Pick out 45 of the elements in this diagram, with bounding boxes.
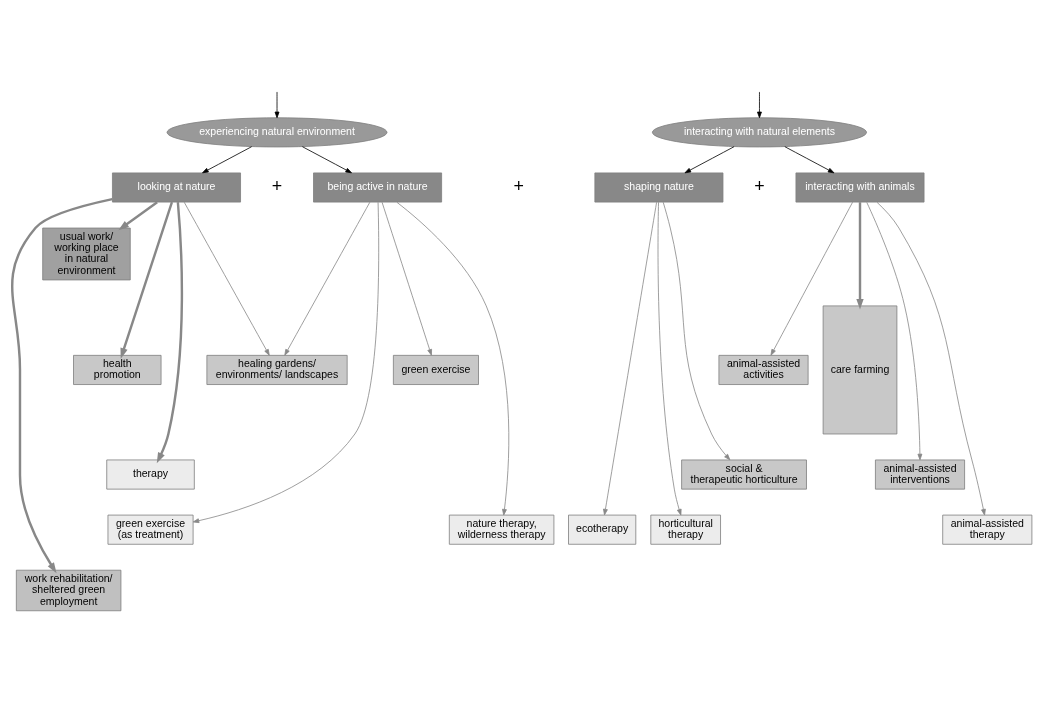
arrow <box>11 198 113 574</box>
arrow <box>274 91 280 119</box>
node-box: green exercise (as treatment) <box>107 514 194 545</box>
arrow <box>381 201 432 356</box>
arrow <box>603 201 657 516</box>
node-box: nature therapy, wilderness therapy <box>448 514 555 545</box>
arrow <box>784 146 835 174</box>
arrow <box>757 91 762 119</box>
node-box: interacting with animals <box>795 172 925 203</box>
node-box: work rehabilitation/ sheltered green employment <box>15 569 122 612</box>
node-box: ecotherapy <box>568 514 637 545</box>
node-ellipse: experiencing natural environment <box>166 117 388 148</box>
arrow <box>156 202 184 464</box>
arrow <box>866 202 923 461</box>
arrow <box>396 201 510 516</box>
arrow <box>120 201 174 359</box>
arrow <box>684 146 735 174</box>
label: + <box>513 176 524 197</box>
arrow <box>856 202 864 310</box>
node-box: therapy <box>106 459 195 490</box>
node-box: usual work/ working place in natural environment <box>42 227 131 281</box>
label: + <box>754 176 765 197</box>
node-box: shaping nature <box>594 172 724 203</box>
node-box: social & therapeutic horticulture <box>681 459 807 490</box>
arrow <box>657 201 682 516</box>
arrow <box>202 146 253 174</box>
node-box: green exercise <box>392 354 479 385</box>
arrow <box>192 201 380 524</box>
arrow <box>183 201 270 356</box>
node-ellipse: interacting with natural elements <box>652 117 867 148</box>
arrow <box>118 201 158 231</box>
node-box: care farming <box>822 305 898 435</box>
label: + <box>271 176 283 197</box>
node-box: animal-assisted activities <box>718 354 809 385</box>
arrow <box>284 201 371 356</box>
node-box: healing gardens/ environments/ landscapes <box>206 354 348 385</box>
node-box: looking at nature <box>112 172 241 203</box>
node-box: animal-assisted interventions <box>875 459 965 490</box>
arrow <box>662 201 731 461</box>
node-box: health promotion <box>73 354 162 385</box>
arrow <box>302 146 352 174</box>
node-box: horticultural therapy <box>650 514 721 545</box>
node-box: being active in nature <box>313 172 443 203</box>
arrow <box>770 201 853 356</box>
node-box: animal-assisted therapy <box>942 514 1033 545</box>
